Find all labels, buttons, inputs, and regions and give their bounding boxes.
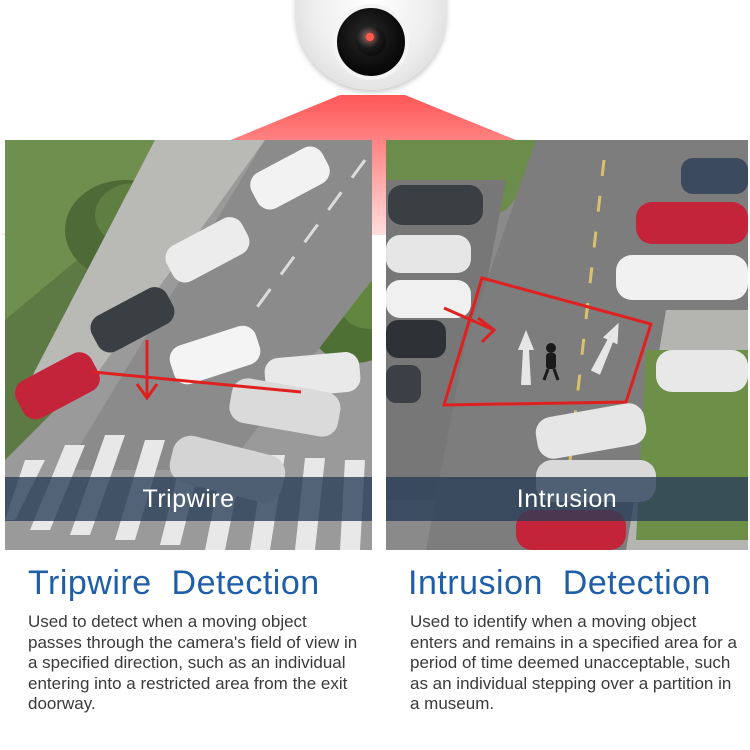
dome-camera <box>296 0 446 110</box>
intrusion-caption: Intrusion <box>516 484 618 513</box>
tripwire-description: Used to detect when a moving object pass… <box>28 612 358 713</box>
intrusion-description: Used to identify when a moving object en… <box>410 612 737 713</box>
camera-ir-light <box>366 33 374 41</box>
tripwire-caption: Tripwire <box>142 484 235 513</box>
intrusion-panel: Intrusion <box>386 140 748 550</box>
tripwire-detection-title: Tripwire Detection <box>28 564 320 602</box>
intrusion-scene <box>386 140 748 550</box>
camera-lens <box>356 26 386 56</box>
intrusion-detection-title: Intrusion Detection <box>408 564 711 602</box>
tripwire-caption-bar: Tripwire <box>5 477 372 521</box>
tripwire-panel: Tripwire <box>5 140 372 550</box>
intrusion-caption-bar: Intrusion <box>386 477 748 521</box>
